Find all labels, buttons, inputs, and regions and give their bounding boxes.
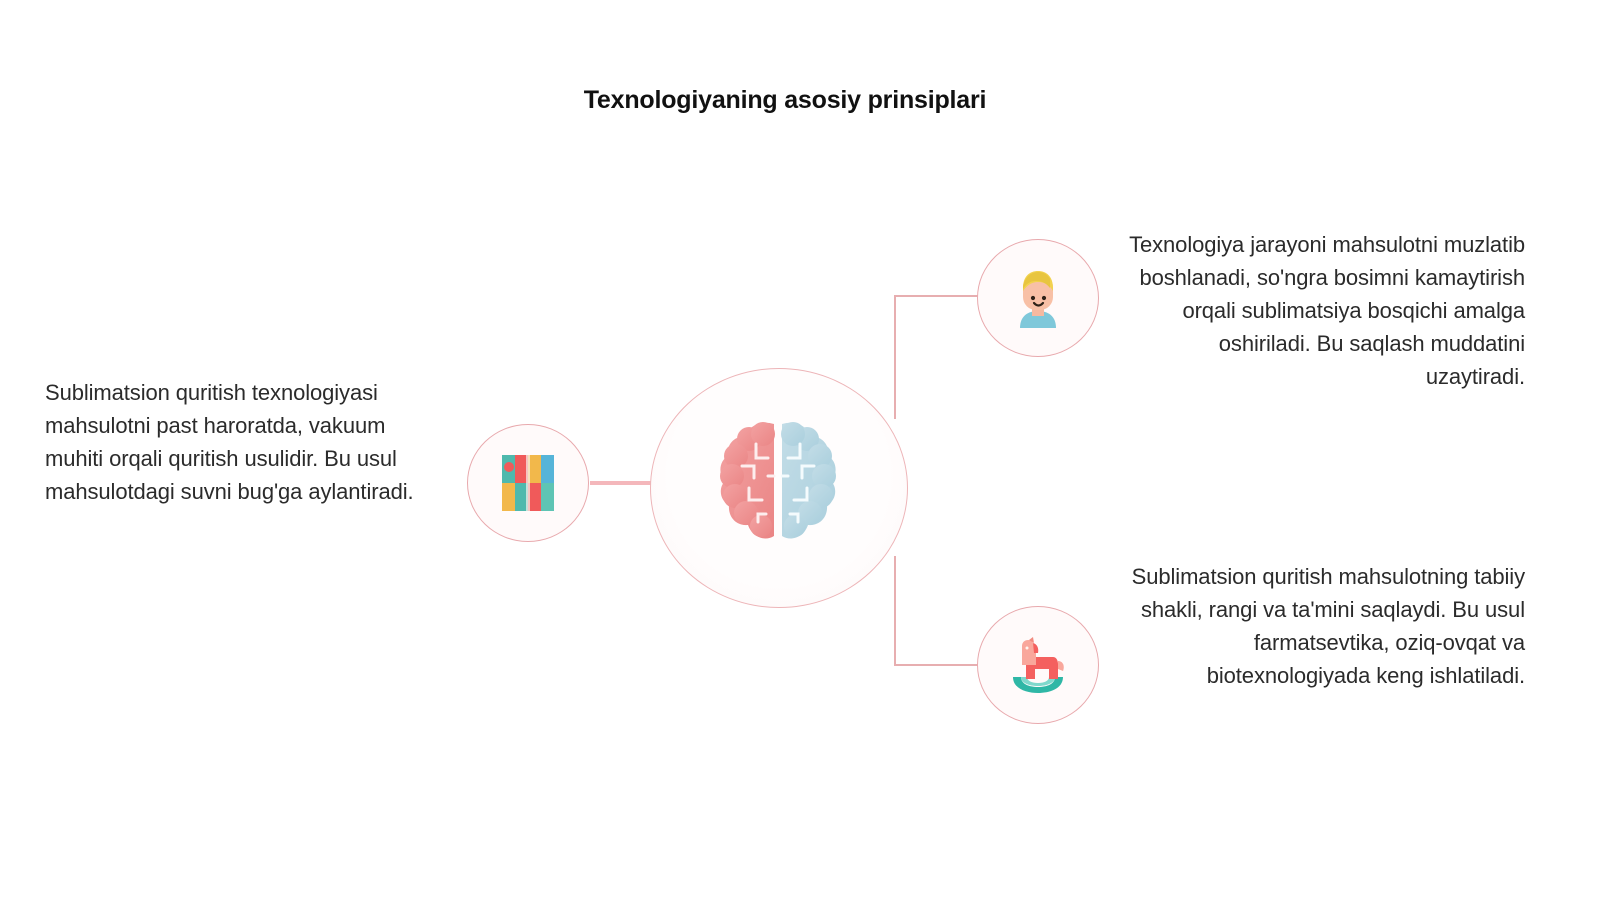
description-left: Sublimatsion quritish texnologiyasi mahs… bbox=[45, 380, 414, 504]
connector-bottom-right bbox=[894, 556, 979, 666]
node-top-right[interactable] bbox=[977, 239, 1099, 357]
connector-top-right bbox=[894, 295, 979, 419]
color-grid-icon bbox=[502, 455, 554, 511]
description-bottom-right: Sublimatsion quritish mahsulotning tabii… bbox=[1131, 564, 1525, 688]
brain-icon bbox=[720, 422, 836, 539]
node-bottom-right[interactable] bbox=[977, 606, 1099, 724]
rocking-horse-icon bbox=[1013, 637, 1064, 693]
center-node-brain[interactable] bbox=[650, 368, 908, 608]
node-left[interactable] bbox=[467, 424, 589, 542]
page-title: Texnologiyaning asosiy prinsiplari bbox=[583, 86, 987, 114]
description-top-right: Texnologiya jarayoni mahsulotni muzlatib… bbox=[1129, 232, 1525, 389]
person-avatar-icon bbox=[1020, 271, 1056, 328]
